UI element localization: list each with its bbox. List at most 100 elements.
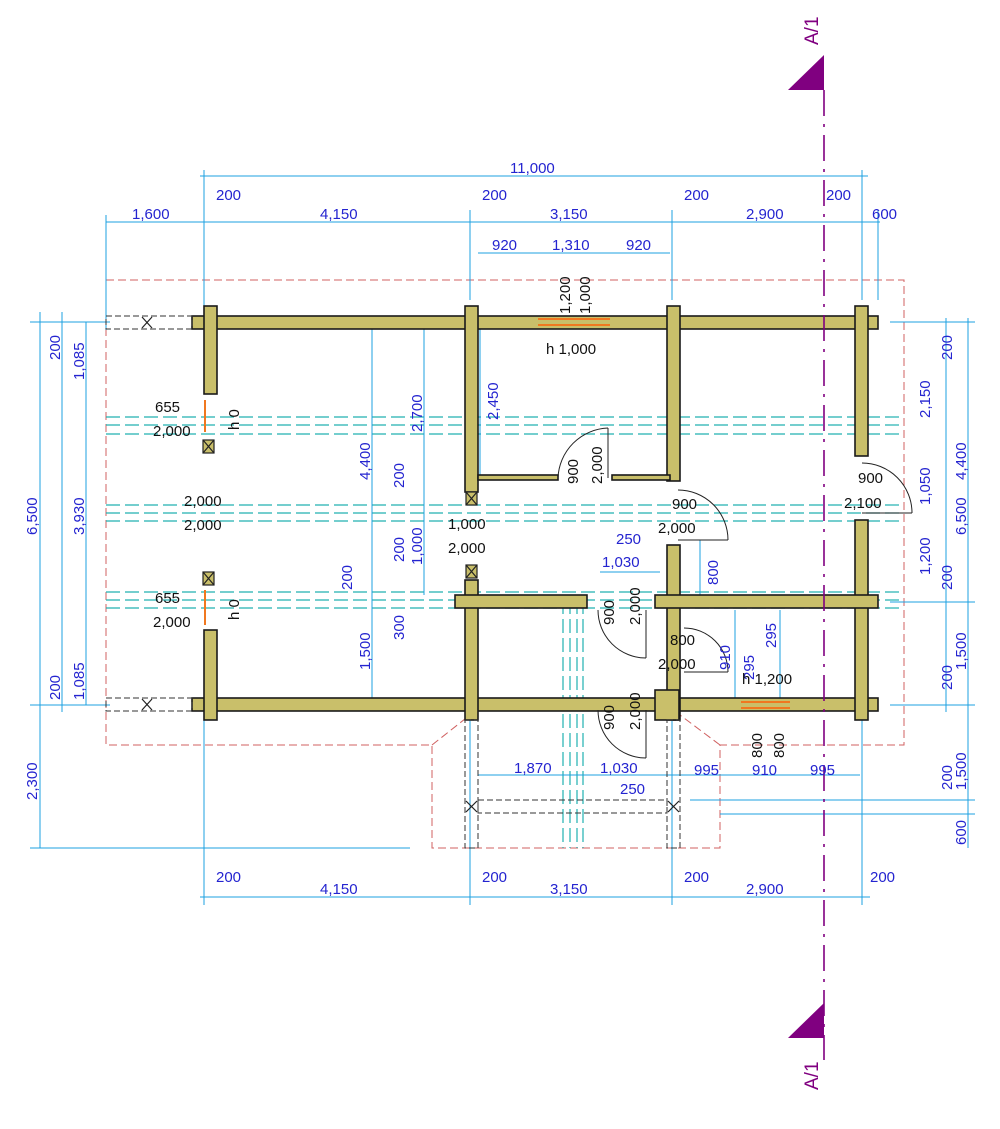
- dim-porch-seg: 1,030: [600, 760, 638, 777]
- post-markers: [141, 316, 680, 813]
- dim-interior: 295: [741, 655, 758, 680]
- dim-interior: 250: [616, 531, 641, 548]
- left-window-2-h: 2,000: [153, 614, 191, 631]
- dim-top-seg: 200: [684, 187, 709, 204]
- bottom-window-h: 800: [771, 733, 788, 758]
- dim-porch-seg: 910: [752, 762, 777, 779]
- door-4-w: 800: [670, 632, 695, 649]
- door-2-h: 2,000: [627, 587, 644, 625]
- dim-interior: 1,030: [602, 554, 640, 571]
- top-dimensions: 11,000 1,600 200 4,150 200 3,150 200 2,9…: [132, 160, 897, 254]
- dimension-lines: [30, 170, 975, 905]
- dim-interior: 200: [391, 537, 408, 562]
- dim-interior: 2,700: [409, 394, 426, 432]
- foundation-outline: [105, 279, 905, 849]
- dim-left-chain2: 200: [47, 335, 64, 360]
- left-window-2-w: 655: [155, 590, 180, 607]
- dim-top-seg: 600: [872, 206, 897, 223]
- dim-top-seg: 1,600: [132, 206, 170, 223]
- dim-right-chain: 2,150: [917, 380, 934, 418]
- dim-bottom-seg: 200: [482, 869, 507, 886]
- dim-interior: 200: [391, 463, 408, 488]
- dim-left-chain: 1,085: [71, 662, 88, 700]
- dim-porch-seg: 995: [694, 762, 719, 779]
- bottom-window-w: 800: [749, 733, 766, 758]
- door-swings: [557, 427, 913, 759]
- dim-bottom-seg: 2,900: [746, 881, 784, 898]
- dim-top-seg: 200: [826, 187, 851, 204]
- dim-porch-depth: 250: [620, 781, 645, 798]
- dim-interior: 1,500: [357, 632, 374, 670]
- dim-right-chain: 1,500: [953, 752, 970, 790]
- dim-top-seg: 200: [216, 187, 241, 204]
- dim-porch-seg: 1,870: [514, 760, 552, 777]
- section-label-bottom: A/1: [802, 1061, 823, 1090]
- left-window-2-sill: h 0: [226, 599, 243, 620]
- dim-top-seg: 2,900: [746, 206, 784, 223]
- dim-right-chain: 600: [953, 820, 970, 845]
- section-label-top: A/1: [802, 16, 823, 45]
- dim-bottom-seg: 200: [216, 869, 241, 886]
- center-opening-h: 2,000: [448, 540, 486, 557]
- top-window-h: 1,000: [577, 276, 594, 314]
- dim-top-seg: 3,150: [550, 206, 588, 223]
- door-2-w: 900: [601, 600, 618, 625]
- door-5-w: 900: [858, 470, 883, 487]
- door-4-h: 2,000: [658, 656, 696, 673]
- opening-labels: 1,200 1,000 h 1,000 655 2,000 h 0 2,000 …: [153, 276, 883, 758]
- dim-right-chain: 1,500: [953, 632, 970, 670]
- door-5-h: 2,100: [844, 495, 882, 512]
- dim-bottom-seg: 4,150: [320, 881, 358, 898]
- beam-lines: [106, 416, 904, 848]
- dim-right-total: 6,500: [953, 497, 970, 535]
- outdoor-beams: [105, 315, 681, 849]
- dim-left-chain: 3,930: [71, 497, 88, 535]
- left-dimensions: 6,500 2,300 1,085 3,930 1,085 200 200: [24, 335, 88, 800]
- dim-left-chain2: 200: [47, 675, 64, 700]
- dim-top-seg: 4,150: [320, 206, 358, 223]
- section-line: [788, 55, 825, 1060]
- left-door-w: 2,000: [184, 493, 222, 510]
- left-window-1-w: 655: [155, 399, 180, 416]
- dim-window-seg: 1,310: [552, 237, 590, 254]
- dim-window-seg: 920: [492, 237, 517, 254]
- dim-right-chain: 1,050: [917, 467, 934, 505]
- dim-window-seg: 920: [626, 237, 651, 254]
- dim-right-chain: 200: [939, 335, 956, 360]
- door-6-h: 2,000: [658, 520, 696, 537]
- left-window-1-sill: h 0: [226, 409, 243, 430]
- dim-bottom-seg: 200: [684, 869, 709, 886]
- left-door-h: 2,000: [184, 517, 222, 534]
- dim-interior: 1,000: [409, 527, 426, 565]
- bottom-window-sill: h 1,200: [742, 671, 792, 688]
- dim-interior: 2,450: [485, 382, 502, 420]
- windows: [204, 318, 790, 709]
- top-window-w: 1,200: [557, 276, 574, 314]
- left-window-1-h: 2,000: [153, 423, 191, 440]
- dim-interior: 910: [717, 645, 734, 670]
- door-3-h: 2,000: [627, 692, 644, 730]
- dim-porch-seg: 995: [810, 762, 835, 779]
- dim-bottom-seg: 3,150: [550, 881, 588, 898]
- dim-total-width: 11,000: [510, 160, 555, 177]
- dim-right-chain: 200: [939, 765, 956, 790]
- door-1-h: 2,000: [589, 446, 606, 484]
- dim-bottom-seg: 200: [870, 869, 895, 886]
- dim-interior: 200: [339, 565, 356, 590]
- door-1-w: 900: [565, 459, 582, 484]
- dim-right-chain: 200: [939, 565, 956, 590]
- door-3-w: 900: [601, 705, 618, 730]
- dim-left-chain: 1,085: [71, 342, 88, 380]
- dim-interior: 800: [705, 560, 722, 585]
- section-marker-top-icon: [788, 55, 824, 90]
- dim-right-room: 4,400: [953, 442, 970, 480]
- dim-interior: 295: [763, 623, 780, 648]
- walls: [191, 305, 879, 721]
- interior-dimensions: 4,400 2,700 2,450 200 1,000 200 200 1,50…: [339, 382, 780, 680]
- center-opening-w: 1,000: [448, 516, 486, 533]
- top-window-sill: h 1,000: [546, 341, 596, 358]
- dim-left-total: 6,500: [24, 497, 41, 535]
- dim-right-chain: 200: [939, 665, 956, 690]
- dim-right-chain: 1,200: [917, 537, 934, 575]
